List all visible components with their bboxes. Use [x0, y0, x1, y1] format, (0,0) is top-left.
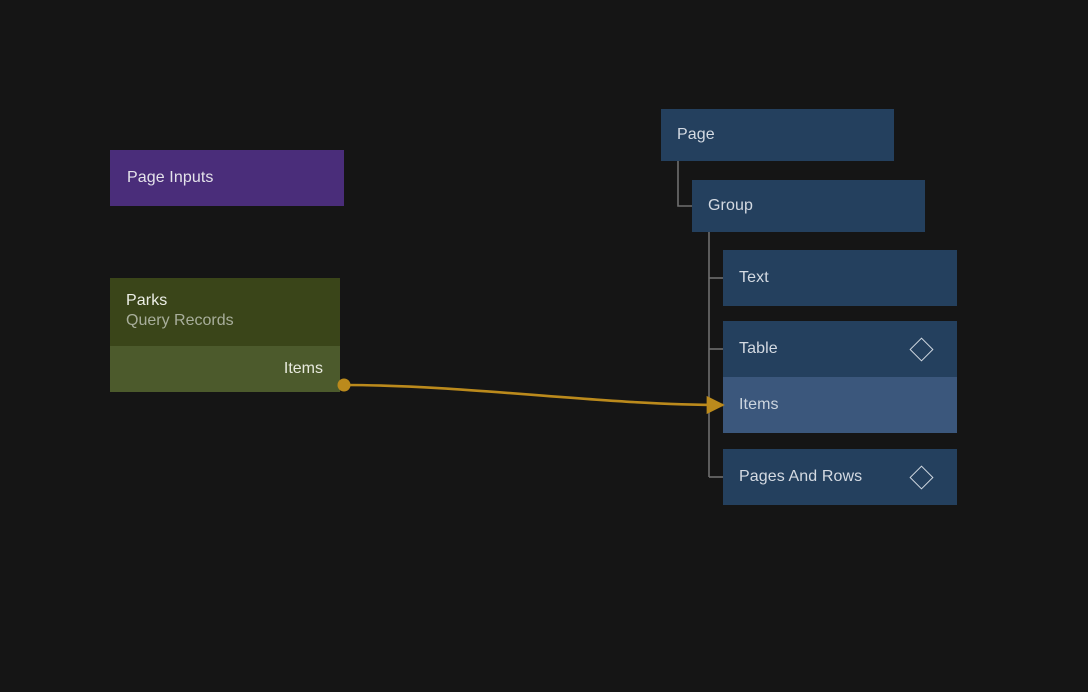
node-pages-and-rows-title: Pages And Rows — [739, 468, 863, 485]
node-table[interactable]: Table Items — [723, 321, 957, 433]
node-table-title: Table — [739, 340, 778, 357]
diamond-icon — [909, 336, 934, 362]
node-page[interactable]: Page — [661, 109, 894, 161]
node-parks-query-title: Parks — [126, 292, 168, 309]
node-table-items-property-row[interactable]: Items — [723, 377, 957, 433]
node-parks-query-output-port[interactable]: Items — [110, 346, 340, 392]
node-text-title: Text — [739, 269, 769, 286]
node-parks-query-header: Parks Query Records — [110, 278, 340, 346]
node-page-inputs[interactable]: Page Inputs — [110, 150, 344, 206]
node-table-header[interactable]: Table — [723, 321, 957, 377]
tree-link-page-group — [677, 161, 692, 207]
node-group[interactable]: Group — [692, 180, 925, 232]
node-pages-and-rows[interactable]: Pages And Rows — [723, 449, 957, 505]
node-page-inputs-title: Page Inputs — [127, 169, 214, 186]
node-parks-query-output-port-label: Items — [283, 360, 323, 377]
node-parks-query-subtitle: Query Records — [126, 312, 234, 329]
node-page-title: Page — [677, 126, 715, 143]
node-table-items-property-label: Items — [739, 396, 779, 413]
diamond-icon — [909, 464, 934, 490]
node-parks-query[interactable]: Parks Query Records Items — [110, 278, 340, 412]
node-text[interactable]: Text — [723, 250, 957, 306]
edge-parks-items-to-table-items[interactable] — [343, 383, 725, 415]
node-group-title: Group — [708, 197, 753, 214]
